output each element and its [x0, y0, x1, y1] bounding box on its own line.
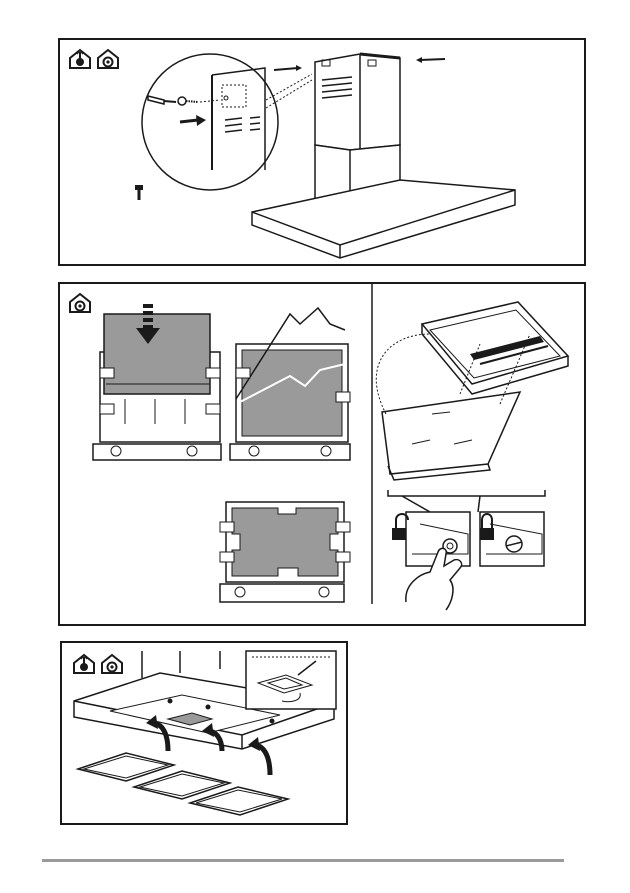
right-arrow-icon	[416, 57, 445, 63]
detail-magnifier	[142, 54, 278, 190]
filter-housing-exploded	[376, 302, 568, 610]
filter-frame-insert	[93, 304, 221, 460]
grease-filter-illustration	[62, 643, 350, 827]
screwdriver-icon	[148, 96, 176, 104]
chimney-hood-illustration	[60, 40, 588, 268]
chimney-mounting-panel	[58, 38, 586, 266]
filter-assembly-panel	[58, 282, 586, 626]
left-arrow-icon	[274, 65, 302, 71]
filter-frame-assembled	[220, 502, 350, 602]
footer-rule	[42, 859, 564, 862]
filter-assembly-illustration	[60, 284, 588, 628]
spare-screw-icon	[135, 185, 143, 200]
grease-filter-panel	[60, 641, 348, 825]
screw-icon	[178, 97, 198, 105]
grease-filter	[78, 753, 174, 781]
filter-frame-wire	[230, 308, 350, 460]
push-arrow-icon	[180, 115, 206, 126]
